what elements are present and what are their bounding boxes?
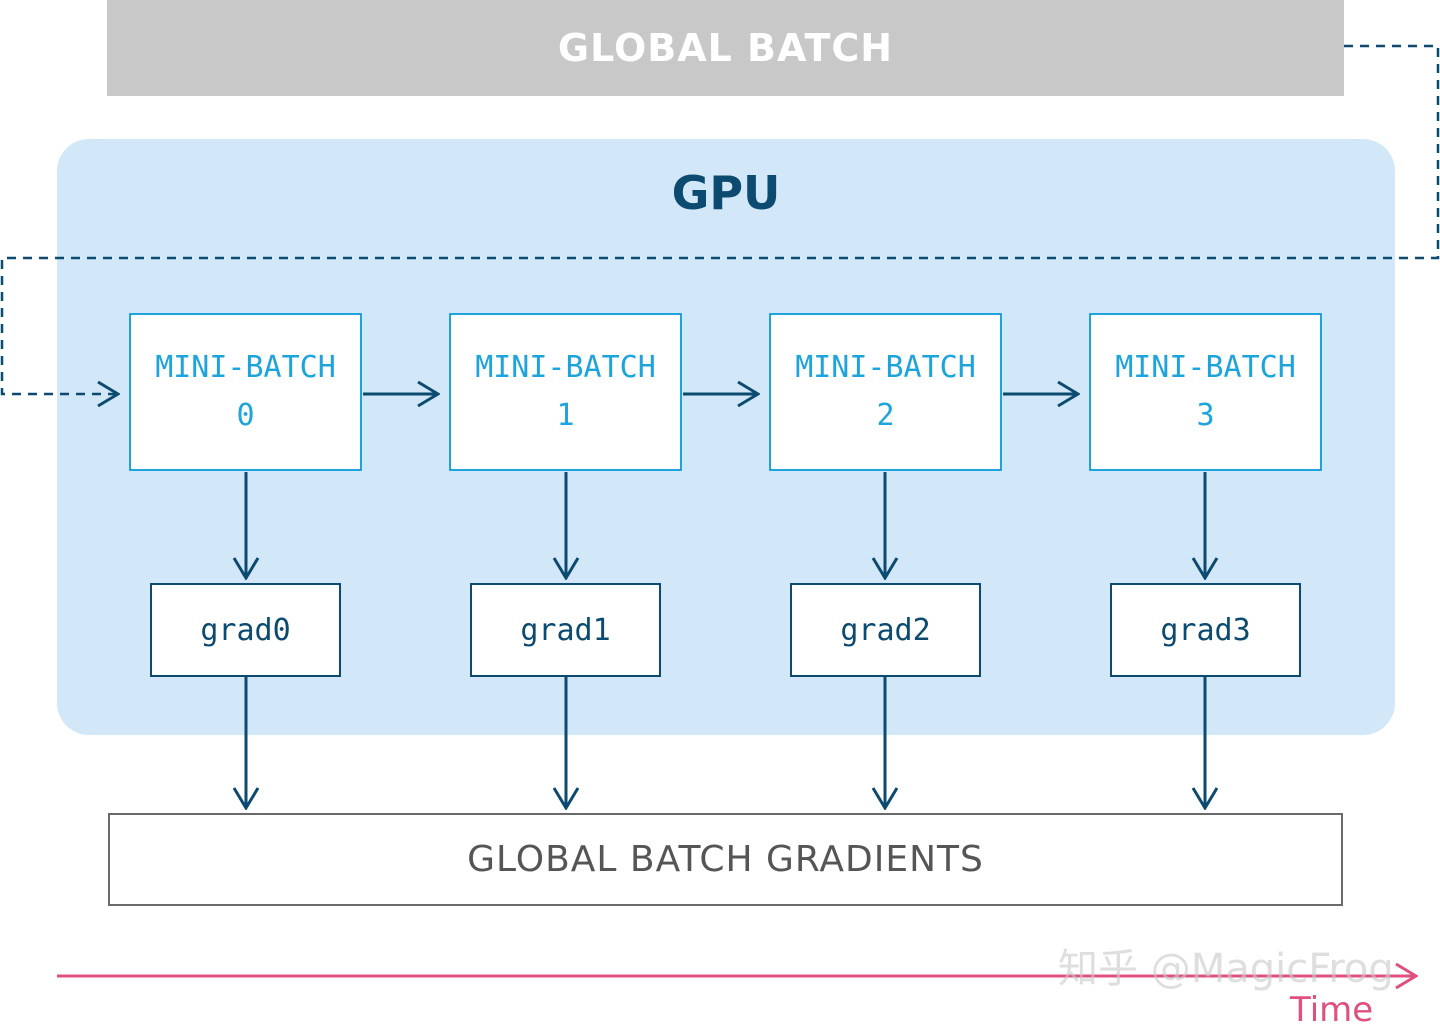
mini-batch-title: MINI-BATCH xyxy=(795,350,976,385)
gpu-title: GPU xyxy=(671,166,781,220)
mini-batch-3: MINI-BATCH 3 xyxy=(1089,313,1322,471)
mini-batch-title: MINI-BATCH xyxy=(155,350,336,385)
mini-batch-0: MINI-BATCH 0 xyxy=(129,313,362,471)
global-batch-gradients-block: GLOBAL BATCH GRADIENTS xyxy=(108,813,1343,906)
grad-box-2: grad2 xyxy=(790,583,981,677)
mini-batch-title: MINI-BATCH xyxy=(1115,350,1296,385)
watermark: 知乎 @MagicFrog xyxy=(1058,946,1394,992)
mini-batch-1: MINI-BATCH 1 xyxy=(449,313,682,471)
global-batch-block: GLOBAL BATCH xyxy=(107,0,1344,96)
global-batch-gradients-label: GLOBAL BATCH GRADIENTS xyxy=(467,839,984,880)
mini-batch-2: MINI-BATCH 2 xyxy=(769,313,1002,471)
grad-label: grad3 xyxy=(1160,612,1251,648)
global-batch-label: GLOBAL BATCH xyxy=(557,26,894,70)
mini-batch-title: MINI-BATCH xyxy=(475,350,656,385)
grad-box-3: grad3 xyxy=(1110,583,1301,677)
grad-label: grad0 xyxy=(200,612,291,648)
time-label: Time xyxy=(1290,990,1374,1030)
dashed-feed-line xyxy=(0,44,1440,394)
mini-batch-index: 2 xyxy=(876,398,895,433)
mini-batch-index: 3 xyxy=(1196,398,1215,433)
mini-batch-index: 1 xyxy=(556,398,575,433)
grad-label: grad2 xyxy=(840,612,931,648)
grad-box-0: grad0 xyxy=(150,583,341,677)
mini-batch-index: 0 xyxy=(236,398,255,433)
grad-label: grad1 xyxy=(520,612,611,648)
grad-box-1: grad1 xyxy=(470,583,661,677)
